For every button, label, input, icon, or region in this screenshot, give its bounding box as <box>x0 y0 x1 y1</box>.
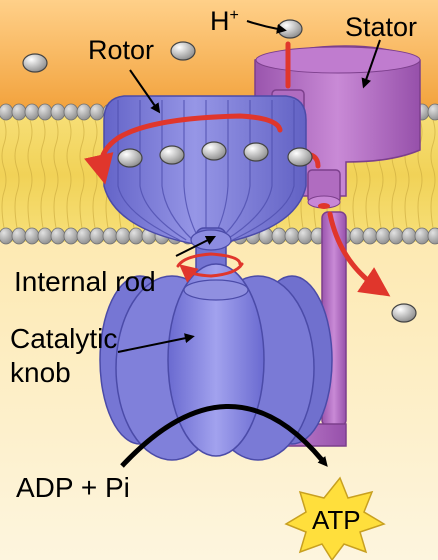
rotor-subunit-rib <box>117 100 180 241</box>
lipid-head <box>89 227 105 245</box>
lipid-head <box>11 227 27 245</box>
atp-label: ATP <box>312 505 361 535</box>
lipid-tail <box>79 119 85 229</box>
lipid-tail <box>14 119 20 229</box>
lipid-tail <box>66 119 72 229</box>
lipid-tail <box>27 119 33 229</box>
lipid-head <box>37 227 53 245</box>
lipid-head <box>50 227 66 245</box>
atp-burst <box>284 476 386 560</box>
rotor-subunit-rib <box>139 100 187 241</box>
lipid-head <box>388 227 404 245</box>
lipid-head <box>0 227 14 245</box>
lipid-head <box>0 103 14 121</box>
reactants-label: ADP + Pi <box>16 472 130 503</box>
lipid-head <box>89 103 105 121</box>
lipid-head <box>11 103 27 121</box>
lipid-tail <box>430 119 436 229</box>
lipid-tail <box>53 119 59 229</box>
lipid-head <box>349 227 365 245</box>
lipid-head <box>63 227 79 245</box>
lipid-head <box>401 227 417 245</box>
lipid-head <box>63 103 79 121</box>
catalytic-label-line1: Catalytic <box>10 323 118 354</box>
lipid-head <box>362 227 378 245</box>
lipid-head <box>271 227 287 245</box>
lipid-head <box>102 227 118 245</box>
lipid-head <box>24 103 40 121</box>
lipid-tail <box>1 119 7 229</box>
lipid-head <box>128 227 144 245</box>
lipid-head <box>375 227 391 245</box>
lipid-head <box>115 227 131 245</box>
rotor-subunit-rib <box>161 100 194 241</box>
stator-label: Stator <box>345 12 418 42</box>
lipid-head <box>50 103 66 121</box>
catalytic-knob <box>99 263 333 461</box>
label-pointers <box>117 20 381 353</box>
internal-rod-label: Internal rod <box>14 266 156 297</box>
lipid-head <box>427 103 438 121</box>
lipid-head <box>427 227 438 245</box>
rotor-subunit-rib <box>232 100 295 241</box>
lipid-tail <box>40 119 46 229</box>
lipid-head <box>24 227 40 245</box>
rotor-label: Rotor <box>88 35 155 65</box>
rotor-subunit-rib <box>225 100 273 241</box>
hydrogen-ions <box>22 19 417 323</box>
lipid-head <box>37 103 53 121</box>
lipid-head <box>76 103 92 121</box>
h-plus-label: H+ <box>210 6 239 36</box>
catalytic-knob-label: Catalytic knob <box>10 322 117 390</box>
lipid-tail <box>417 119 423 229</box>
lipid-head <box>297 227 313 245</box>
reaction-arrow <box>120 404 328 468</box>
catalytic-label-line2: knob <box>10 357 71 388</box>
lipid-head <box>76 227 92 245</box>
lipid-head <box>284 227 300 245</box>
proton-flow-arrows <box>84 41 391 297</box>
lipid-head <box>414 227 430 245</box>
